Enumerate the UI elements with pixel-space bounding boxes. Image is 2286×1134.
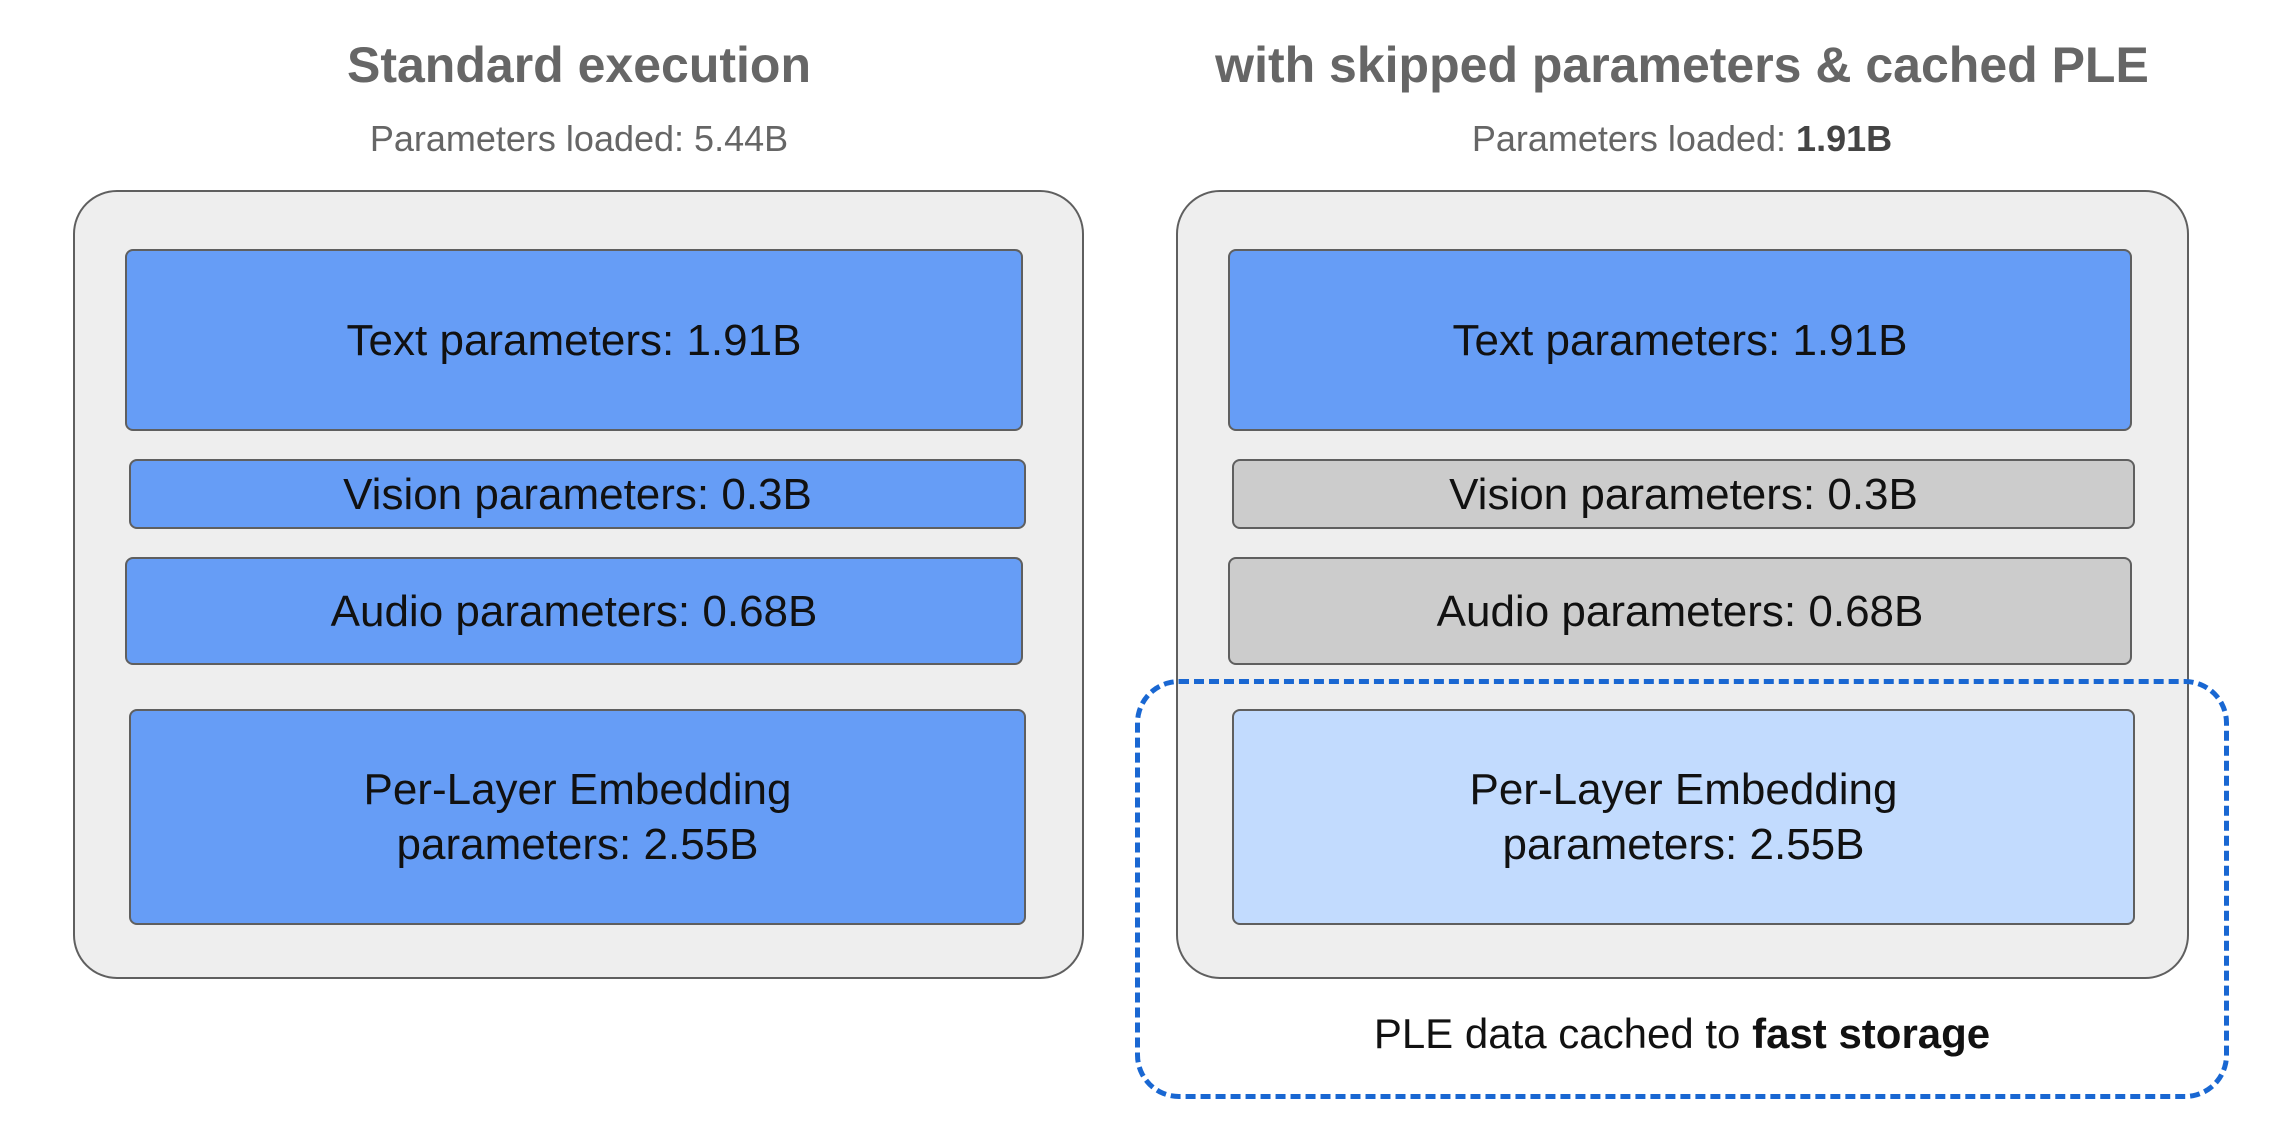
left-subtitle-label: Parameters loaded: (369, 118, 695, 159)
left-vision-params-block: Vision parameters: 0.3B (129, 459, 1026, 529)
right-vision-params-block: Vision parameters: 0.3B (1232, 459, 2135, 529)
left-title: Standard execution (347, 37, 811, 93)
left-subtitle-value: 5.44B (694, 118, 789, 159)
left-text-params-block: Text parameters: 1.91B (125, 249, 1023, 431)
right-audio-params-block: Audio parameters: 0.68B (1228, 557, 2132, 665)
left-ple-params-block: Per-Layer Embedding parameters: 2.55B (129, 709, 1026, 925)
right-ple-params-block: Per-Layer Embedding parameters: 2.55B (1232, 709, 2135, 925)
block-label-line2: parameters: 2.55B (1502, 820, 1865, 869)
block-label-line2: parameters: 2.55B (396, 820, 759, 869)
block-label: Audio parameters: 0.68B (330, 586, 818, 636)
right-subtitle-value: 1.91B (1796, 118, 1893, 159)
block-label: Text parameters: 1.91B (346, 315, 802, 365)
left-subtitle: Parameters loaded: 5.44B (29, 118, 1129, 160)
right-subtitle: Parameters loaded: 1.91B (1132, 118, 2232, 160)
block-label: Vision parameters: 0.3B (343, 469, 812, 519)
fast-storage-cache-boundary (1135, 679, 2229, 1099)
cache-caption-text: PLE data cached to (1373, 1010, 1753, 1057)
right-subtitle-label: Parameters loaded: (1471, 118, 1797, 159)
right-title: with skipped parameters & cached PLE (1215, 37, 2149, 93)
block-label: Text parameters: 1.91B (1452, 315, 1908, 365)
cache-caption: PLE data cached to fast storage (1137, 1010, 2227, 1058)
block-label: Audio parameters: 0.68B (1436, 586, 1924, 636)
right-text-params-block: Text parameters: 1.91B (1228, 249, 2132, 431)
block-label-line1: Per-Layer Embedding (1469, 765, 1898, 814)
block-label: Vision parameters: 0.3B (1449, 469, 1918, 519)
left-audio-params-block: Audio parameters: 0.68B (125, 557, 1023, 665)
cache-caption-emphasis: fast storage (1752, 1010, 1991, 1057)
block-label-line1: Per-Layer Embedding (363, 765, 792, 814)
